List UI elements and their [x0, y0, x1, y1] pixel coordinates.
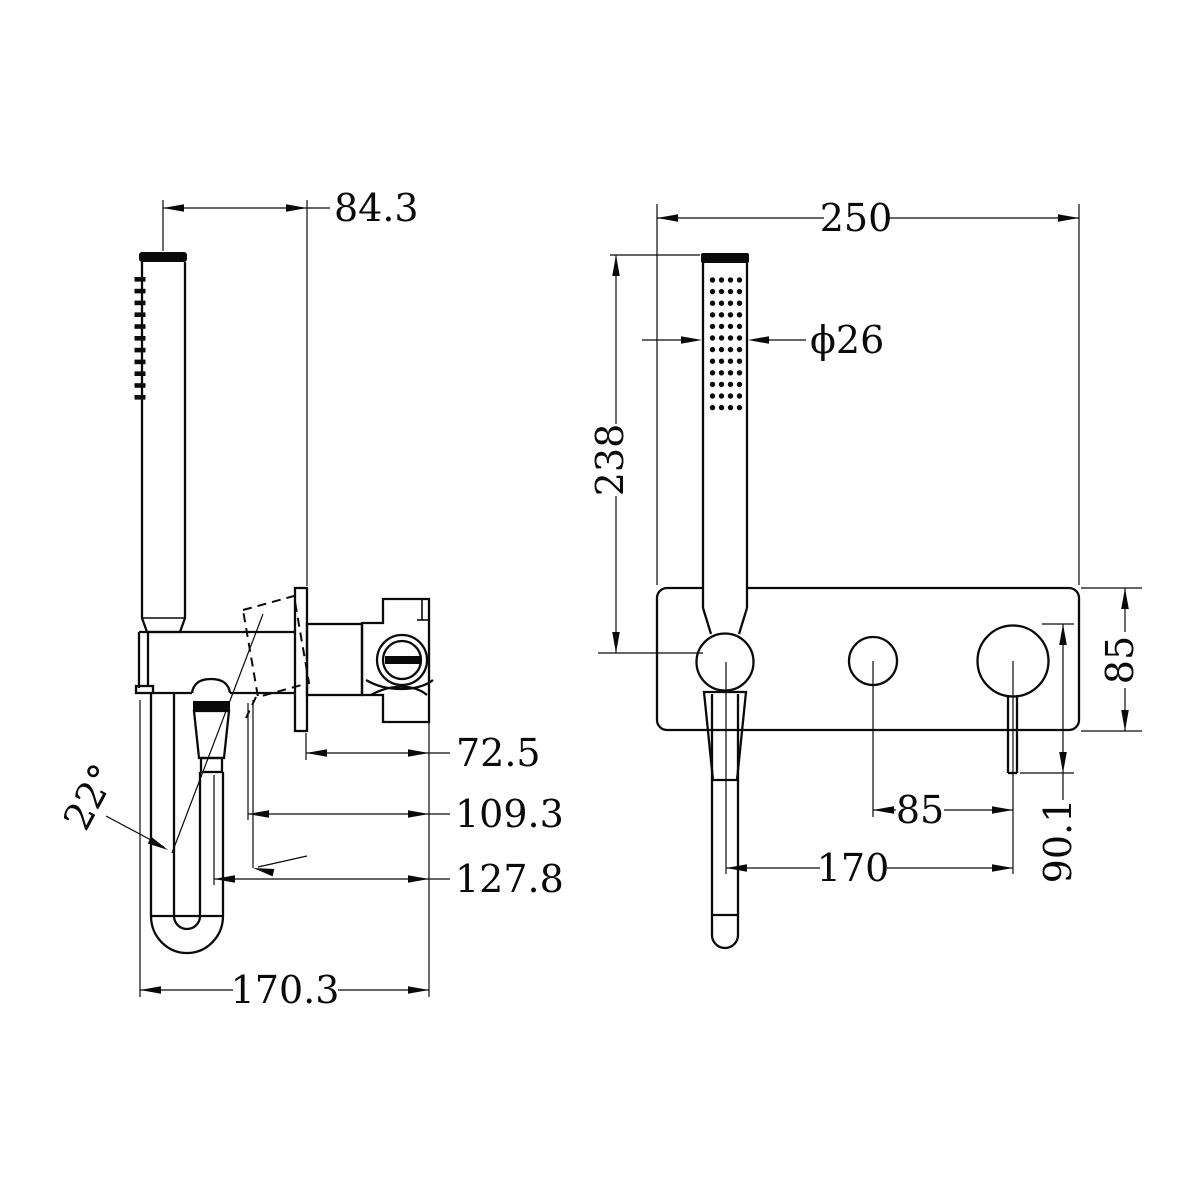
holder-bracket-side	[134, 630, 295, 695]
arrowhead	[408, 810, 429, 818]
dim-text-90-1: 90.1	[1036, 799, 1080, 884]
hose-inner-bend	[172, 915, 202, 931]
spray-nozzle-grid	[709, 277, 743, 411]
arrowhead	[1121, 710, 1129, 731]
handshower-wand-side	[134, 252, 187, 634]
rotated-lever-phantom	[105, 594, 311, 868]
lever-dashed-outline	[241, 594, 311, 699]
valve-assembly-side	[293, 586, 434, 733]
valve-port-slot	[385, 656, 420, 664]
front-view: 250 238 ϕ26 85 90.1 85 170	[588, 196, 1142, 950]
hose-connector-side	[192, 701, 231, 774]
wand-cap-front	[701, 253, 749, 263]
arrowhead	[408, 875, 429, 883]
side-dimensions: 84.3 72.5 109.3 127.8 170.3 22°	[55, 186, 564, 1012]
arrowhead	[612, 255, 620, 276]
dim-text-22deg: 22°	[55, 757, 125, 837]
valve-port-outer	[375, 633, 429, 687]
dim-text-170: 170	[817, 846, 890, 890]
valve-port-inner	[381, 639, 423, 681]
dim-text-85-plate: 85	[1098, 636, 1142, 684]
dim-text-109-3: 109.3	[455, 792, 564, 836]
dim-text-238: 238	[588, 424, 632, 497]
arrowhead	[140, 986, 161, 994]
arrowhead	[147, 836, 168, 850]
wand-cap	[139, 252, 187, 262]
arrowhead	[612, 632, 620, 653]
arrowhead	[726, 864, 747, 872]
dim-text-phi26: ϕ26	[810, 318, 884, 362]
wand-body	[140, 262, 187, 634]
arrowhead	[1058, 214, 1079, 222]
mixer-handle-front	[976, 624, 1050, 874]
arrowhead	[748, 336, 769, 344]
clip-cap	[134, 684, 155, 695]
dim-text-84-3: 84.3	[334, 186, 419, 230]
hose-nut-dome	[190, 677, 232, 694]
arrowhead	[163, 204, 184, 212]
connector-neck	[199, 756, 224, 774]
connector-band	[193, 701, 230, 711]
arrowhead	[306, 749, 327, 757]
arrowhead	[286, 204, 307, 212]
hose-front	[702, 690, 748, 950]
wand-nozzle-ticks	[134, 277, 146, 400]
arrowhead	[681, 336, 702, 344]
arrowhead	[214, 875, 235, 883]
mounting-plate-front	[655, 586, 1081, 732]
hose-end-cap	[710, 934, 740, 950]
front-dimensions: 250 238 ϕ26 85 90.1 85 170	[588, 196, 1142, 890]
arrowhead	[1059, 752, 1067, 773]
dim-text-250: 250	[820, 196, 893, 240]
dim-text-127-8: 127.8	[455, 857, 564, 901]
side-view: 84.3 72.5 109.3 127.8 170.3 22°	[55, 186, 564, 1012]
arrowhead	[248, 810, 269, 818]
handshower-wand-front	[701, 253, 749, 635]
connector-cone	[192, 709, 231, 760]
hose-outer-bend	[149, 915, 225, 955]
arrowhead	[657, 214, 678, 222]
arrowhead	[1121, 588, 1129, 609]
dimension-arrowheads	[140, 204, 1129, 994]
handle-base-side	[305, 622, 364, 697]
arrowhead	[408, 749, 429, 757]
arrowhead	[253, 868, 275, 877]
arrowhead	[873, 806, 894, 814]
lever-axis-line	[171, 613, 264, 854]
arrowhead	[992, 806, 1013, 814]
arrowhead	[408, 986, 429, 994]
arrowhead	[992, 864, 1013, 872]
dim-text-72-5: 72.5	[456, 731, 541, 775]
dim-text-170-3: 170.3	[231, 968, 340, 1012]
hose-cone-front	[702, 690, 748, 782]
outlet-holder-circle	[695, 632, 755, 692]
arrowhead	[1059, 624, 1067, 645]
dim-text-85-pitch: 85	[896, 788, 944, 832]
hose-loop-side	[149, 693, 225, 955]
